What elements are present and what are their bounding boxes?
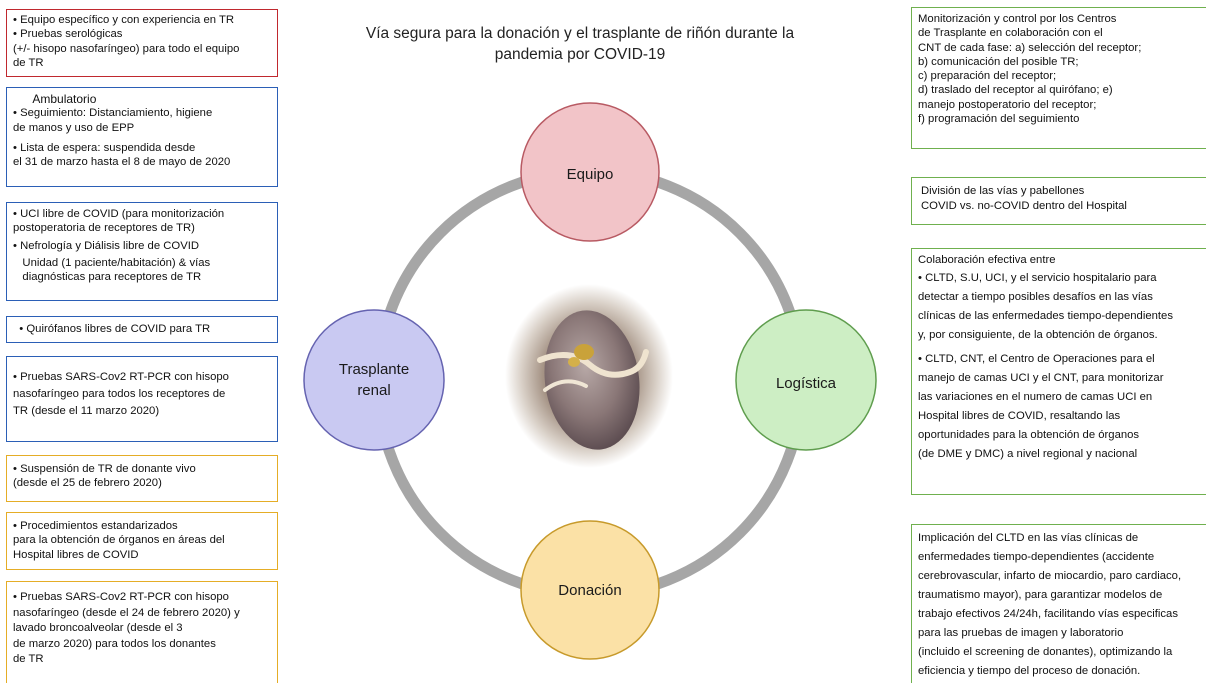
diagram-title: Vía segura para la donación y el traspla…: [300, 23, 860, 65]
box-line: (+/- hisopo nasofaríngeo) para todo el e…: [13, 42, 240, 55]
box-line: Hospital libres de COVID, resaltando las: [918, 410, 1121, 422]
box-line: d) traslado del receptor al quirófano; e…: [918, 84, 1113, 97]
box-line: de manos y uso de EPP: [13, 121, 135, 134]
box-line: (de DME y DMC) a nivel regional y nacion…: [918, 448, 1138, 460]
box-equipo-especifico: • Equipo específico y con experiencia en…: [6, 9, 278, 77]
box-heading: Colaboración efectiva entre: [918, 254, 1056, 266]
box-line: • Suspensión de TR de donante vivo: [13, 463, 196, 475]
box-line: CNT de cada fase: a) selección del recep…: [918, 41, 1142, 54]
box-line: • CLTD, S.U, UCI, y el servicio hospital…: [918, 272, 1157, 284]
box-procedimientos: • Procedimientos estandarizados para la …: [6, 512, 278, 570]
circle-trasplante-label-1: Trasplante: [339, 361, 409, 378]
box-line: b) comunicación del posible TR;: [918, 55, 1079, 68]
box-line: • Seguimiento: Distanciamiento, higiene: [13, 107, 213, 120]
box-line: enfermedades tiempo-dependientes (accide…: [918, 551, 1155, 563]
box-quirofanos: • Quirófanos libres de COVID para TR: [6, 316, 278, 343]
box-line: diagnósticas para receptores de TR: [13, 271, 202, 284]
title-line-1: Vía segura para la donación y el traspla…: [365, 25, 795, 42]
box-line: detectar a tiempo posibles desafíos en l…: [918, 291, 1153, 303]
box-line: • Equipo específico y con experiencia en…: [13, 14, 235, 26]
circle-trasplante-label-2: renal: [357, 382, 390, 399]
box-suspension-donante-vivo: • Suspensión de TR de donante vivo (desd…: [6, 455, 278, 502]
box-line: División de las vías y pabellones: [921, 185, 1085, 197]
box-line: • Quirófanos libres de COVID para TR: [13, 323, 211, 335]
box-line: c) preparación del receptor;: [918, 70, 1057, 83]
box-ambulatorio: Ambulatorio • Seguimiento: Distanciamien…: [6, 87, 278, 187]
box-pruebas-receptores: • Pruebas SARS-Cov2 RT-PCR con hisopo na…: [6, 356, 278, 442]
box-line: manejo de camas UCI y el CNT, para monit…: [918, 372, 1164, 384]
box-colaboracion-efectiva: Colaboración efectiva entre • CLTD, S.U,…: [911, 248, 1206, 495]
title-line-2: pandemia por COVID-19: [494, 46, 666, 63]
box-line: • Pruebas SARS-Cov2 RT-PCR con hisopo: [13, 371, 229, 383]
box-line: Implicación del CLTD en las vías clínica…: [918, 532, 1139, 544]
box-implicacion-cltd: Implicación del CLTD en las vías clínica…: [911, 524, 1206, 683]
box-line: (desde el 25 de febrero 2020): [13, 477, 162, 490]
box-line: de marzo 2020) para todos los donantes: [13, 637, 216, 650]
box-heading: Ambulatorio: [13, 92, 97, 106]
box-line: para las pruebas de imagen y laboratorio: [918, 627, 1124, 639]
cycle-diagram: Equipo Trasplante renal Logística Donaci…: [303, 102, 877, 660]
box-line: nasofaríngeo para todos los receptores d…: [13, 388, 226, 400]
box-line: de TR: [13, 653, 44, 665]
circle-logistica-label: Logística: [776, 375, 837, 392]
box-line: trabajo efectivos 24/24h, facilitando ví…: [918, 608, 1178, 620]
box-line: clínicas de las enfermedades tiempo-depe…: [918, 310, 1173, 322]
box-line: lavado broncoalveolar (desde el 3: [13, 622, 183, 634]
box-line: para la obtención de órganos en áreas de…: [13, 534, 225, 547]
circle-donacion: Donación: [520, 520, 660, 660]
box-line: el 31 de marzo hasta el 8 de mayo de 202…: [13, 156, 231, 169]
box-monitorizacion: Monitorización y control por los Centros…: [911, 7, 1206, 149]
box-line: • Pruebas SARS-Cov2 RT-PCR con hisopo: [13, 591, 229, 603]
box-line: y, por consiguiente, de la obtención de …: [918, 329, 1158, 341]
box-uci-nefrologia: • UCI libre de COVID (para monitorizació…: [6, 202, 278, 301]
circle-logistica: Logística: [735, 309, 877, 451]
box-line: TR (desde el 11 marzo 2020): [13, 405, 160, 417]
box-line: manejo postoperatorio del receptor;: [918, 98, 1097, 111]
box-line: postoperatoria de receptores de TR): [13, 222, 195, 235]
circle-equipo-label: Equipo: [567, 166, 614, 183]
box-line: • Lista de espera: suspendida desde: [13, 141, 196, 154]
box-line: • Procedimientos estandarizados: [13, 520, 178, 532]
box-line: • Pruebas serológicas: [13, 28, 123, 41]
box-line: cerebrovascular, infarto de miocardio, p…: [918, 570, 1182, 582]
box-line: oportunidades para la obtención de órgan…: [918, 429, 1140, 441]
box-line: Monitorización y control por los Centros: [918, 13, 1117, 25]
box-line: Unidad (1 paciente/habitación) & vías: [13, 256, 211, 269]
box-line: COVID vs. no-COVID dentro del Hospital: [921, 200, 1127, 212]
kidney-photo: [505, 284, 673, 468]
box-line: de Trasplante en colaboración con el: [918, 27, 1103, 40]
box-line: eficiencia y tiempo del proceso de donac…: [918, 665, 1141, 677]
circle-equipo: Equipo: [520, 102, 660, 242]
circle-donacion-label: Donación: [558, 582, 621, 599]
box-line: nasofaríngeo (desde el 24 de febrero 202…: [13, 606, 240, 619]
box-line: • Nefrología y Diálisis libre de COVID: [13, 239, 200, 252]
box-line: • CLTD, CNT, el Centro de Operaciones pa…: [918, 353, 1155, 365]
box-line: • UCI libre de COVID (para monitorizació…: [13, 208, 225, 220]
box-line: (incluido el screening de donantes), opt…: [918, 646, 1173, 658]
box-pruebas-donantes: • Pruebas SARS-Cov2 RT-PCR con hisopo na…: [6, 581, 278, 683]
box-line: Hospital libres de COVID: [13, 548, 139, 561]
box-line: de TR: [13, 56, 44, 69]
box-line: traumatismo mayor), para garantizar mode…: [918, 589, 1163, 601]
box-line: f) programación del seguimiento: [918, 113, 1080, 126]
circle-trasplante-renal: Trasplante renal: [303, 309, 445, 451]
box-line: las variaciones en el numero de camas UC…: [918, 391, 1153, 403]
box-division-vias: División de las vías y pabellones COVID …: [911, 177, 1206, 225]
